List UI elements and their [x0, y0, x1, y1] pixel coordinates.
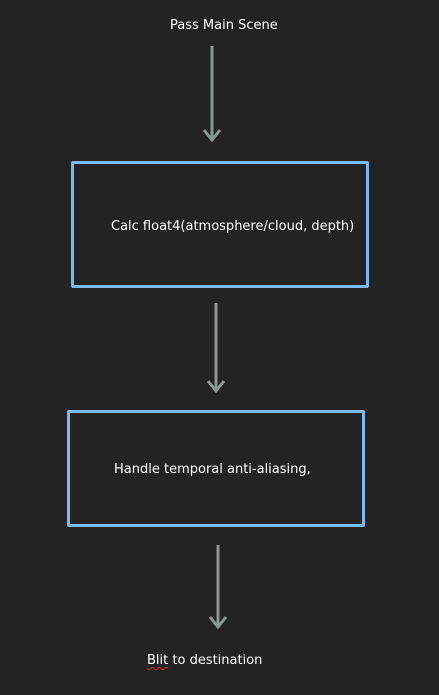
process-box-calc: Calc float4(atmosphere/cloud, depth): [71, 161, 369, 288]
arrow-2: [206, 303, 226, 394]
start-label: Pass Main Scene: [170, 18, 278, 33]
end-label-rest: to destination: [168, 653, 263, 668]
process-box-taa: Handle temporal anti-aliasing,: [67, 410, 365, 527]
arrow-3: [208, 545, 228, 630]
end-label-misspelled-word: Blit: [147, 653, 169, 668]
arrow-1: [202, 46, 222, 143]
end-label: Blit to destination: [147, 653, 262, 669]
process-box-calc-label: Calc float4(atmosphere/cloud, depth): [111, 219, 355, 234]
process-box-taa-label: Handle temporal anti-aliasing,: [114, 462, 311, 477]
